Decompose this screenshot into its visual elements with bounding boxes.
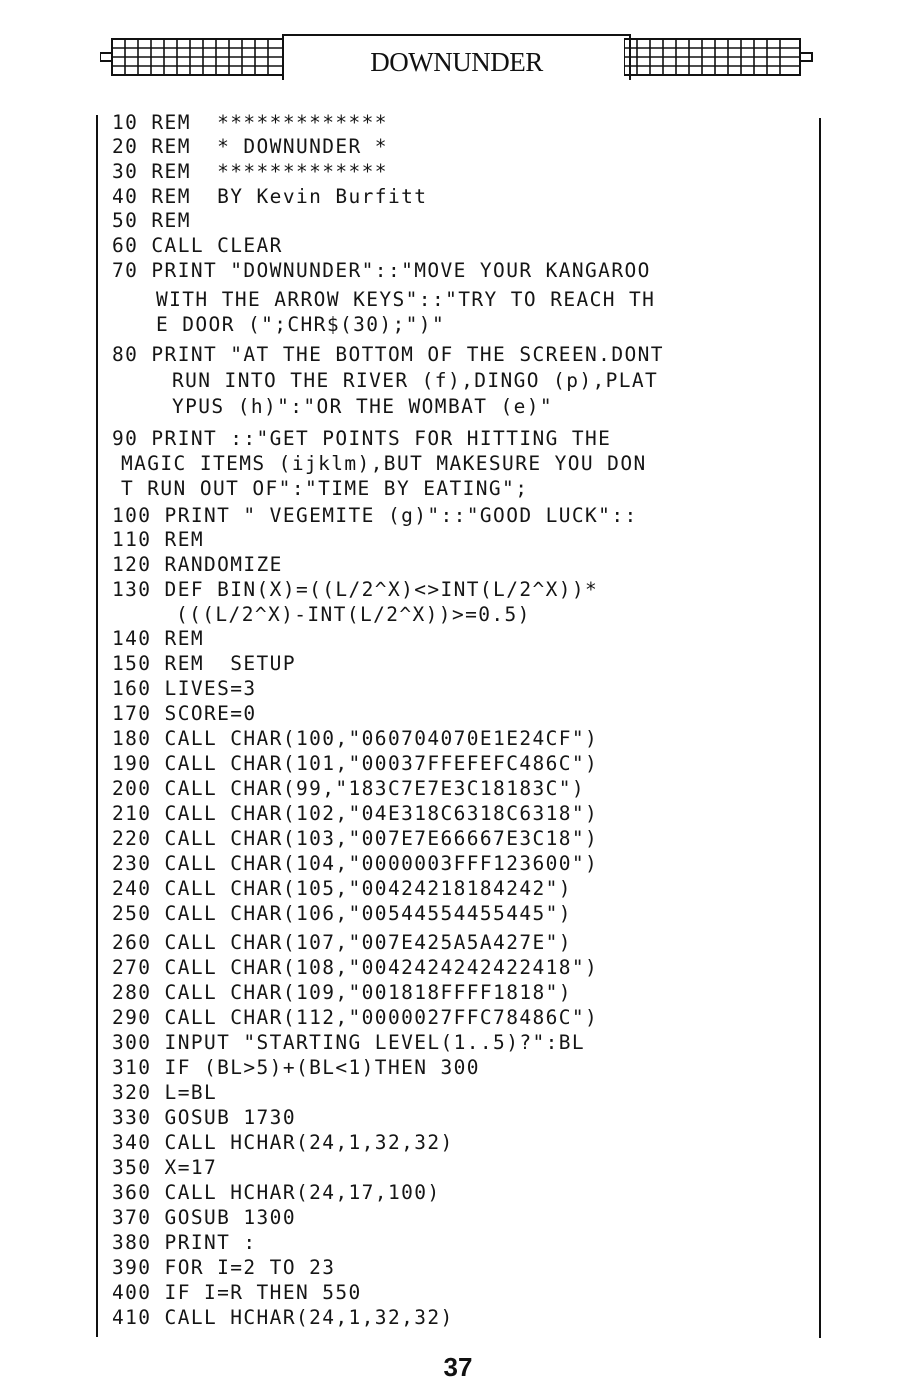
code-line: 360 CALL HCHAR(24,17,100)	[112, 1181, 441, 1204]
code-line: 60 CALL CLEAR	[112, 234, 283, 257]
code-line: 110 REM	[112, 528, 204, 551]
code-line: 260 CALL CHAR(107,"007E425A5A427E")	[112, 931, 572, 954]
code-line: 120 RANDOMIZE	[112, 553, 283, 576]
code-line: 320 L=BL	[112, 1081, 218, 1104]
code-line: 180 CALL CHAR(100,"060704070E1E24CF")	[112, 727, 599, 750]
header-title-box: DOWNUNDER	[282, 34, 631, 80]
code-line: 130 DEF BIN(X)=((L/2^X)<>INT(L/2^X))*	[112, 578, 599, 601]
code-line: 250 CALL CHAR(106,"00544554455445")	[112, 902, 572, 925]
code-line: 330 GOSUB 1730	[112, 1106, 296, 1129]
code-line: 390 FOR I=2 TO 23	[112, 1256, 336, 1279]
code-line: 300 INPUT "STARTING LEVEL(1..5)?":BL	[112, 1031, 586, 1054]
code-line: 290 CALL CHAR(112,"0000027FFC78486C")	[112, 1006, 599, 1029]
code-line-continuation: T RUN OUT OF":"TIME BY EATING";	[121, 477, 529, 500]
header-grid-ornament-left	[100, 38, 287, 76]
code-line-continuation: (((L/2^X)-INT(L/2^X))>=0.5)	[176, 603, 531, 626]
page-title: DOWNUNDER	[370, 47, 543, 77]
page-header: DOWNUNDER	[88, 34, 823, 80]
code-line: 190 CALL CHAR(101,"00037FFEFEFC486C")	[112, 752, 599, 775]
right-margin-rule	[819, 118, 821, 1338]
code-line: 100 PRINT " VEGEMITE (g)"::"GOOD LUCK"::	[112, 504, 638, 527]
code-line: 400 IF I=R THEN 550	[112, 1281, 362, 1304]
code-line: 380 PRINT :	[112, 1231, 257, 1254]
code-line-continuation: RUN INTO THE RIVER (f),DINGO (p),PLAT	[172, 369, 659, 392]
code-line: 210 CALL CHAR(102,"04E318C6318C6318")	[112, 802, 599, 825]
code-line: 310 IF (BL>5)+(BL<1)THEN 300	[112, 1056, 480, 1079]
code-line: 240 CALL CHAR(105,"00424218184242")	[112, 877, 572, 900]
code-line: 30 REM *************	[112, 160, 388, 183]
code-line-continuation: YPUS (h)":"OR THE WOMBAT (e)"	[172, 395, 554, 418]
code-line: 10 REM *************	[112, 111, 388, 134]
code-line: 350 X=17	[112, 1156, 218, 1179]
code-line: 410 CALL HCHAR(24,1,32,32)	[112, 1306, 454, 1329]
program-listing: 10 REM ************* 20 REM * DOWNUNDER …	[112, 111, 664, 1329]
code-line: 270 CALL CHAR(108,"0042424242422418")	[112, 956, 599, 979]
code-line: 70 PRINT "DOWNUNDER"::"MOVE YOUR KANGARO…	[112, 259, 651, 282]
code-line: 90 PRINT ::"GET POINTS FOR HITTING THE	[112, 427, 612, 450]
code-line: 340 CALL HCHAR(24,1,32,32)	[112, 1131, 454, 1154]
code-line: 20 REM * DOWNUNDER *	[112, 135, 388, 158]
code-line-continuation: MAGIC ITEMS (ijklm),BUT MAKESURE YOU DON	[121, 452, 647, 475]
header-grid-ornament-right	[624, 38, 813, 76]
code-line: 80 PRINT "AT THE BOTTOM OF THE SCREEN.DO…	[112, 343, 664, 366]
code-line: 50 REM	[112, 209, 191, 232]
code-line: 140 REM	[112, 627, 204, 650]
code-line: 160 LIVES=3	[112, 677, 257, 700]
code-line-continuation: WITH THE ARROW KEYS"::"TRY TO REACH TH	[156, 288, 656, 311]
left-margin-rule	[96, 115, 98, 1337]
code-line: 370 GOSUB 1300	[112, 1206, 296, 1229]
code-line: 220 CALL CHAR(103,"007E7E66667E3C18")	[112, 827, 599, 850]
code-line-continuation: E DOOR (";CHR$(30);")"	[156, 313, 446, 336]
code-line: 150 REM SETUP	[112, 652, 296, 675]
code-line: 230 CALL CHAR(104,"0000003FFF123600")	[112, 852, 599, 875]
code-line: 280 CALL CHAR(109,"001818FFFF1818")	[112, 981, 572, 1004]
code-line: 200 CALL CHAR(99,"183C7E7E3C18183C")	[112, 777, 586, 800]
code-line: 170 SCORE=0	[112, 702, 257, 725]
page-number: 37	[443, 1352, 473, 1382]
code-line: 40 REM BY Kevin Burfitt	[112, 185, 428, 208]
